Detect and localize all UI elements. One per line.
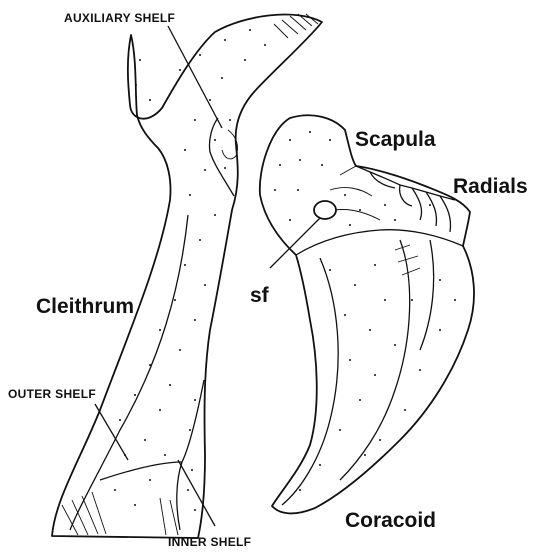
cleithrum-label: Cleithrum: [36, 295, 134, 318]
auxiliary-shelf-label: AUXILIARY SHELF: [64, 11, 175, 25]
coracoid-label: Coracoid: [345, 509, 436, 532]
scapular-foramen: [314, 201, 336, 219]
radials-label: Radials: [453, 175, 528, 198]
scapulocoracoid-bone: [260, 115, 474, 513]
sf-label: sf: [250, 284, 270, 307]
cleithrum-bone: [52, 14, 322, 538]
outer-shelf-label: OUTER SHELF: [8, 387, 96, 401]
scapula-label: Scapula: [355, 128, 436, 151]
inner-shelf-label: INNER SHELF: [168, 535, 251, 549]
